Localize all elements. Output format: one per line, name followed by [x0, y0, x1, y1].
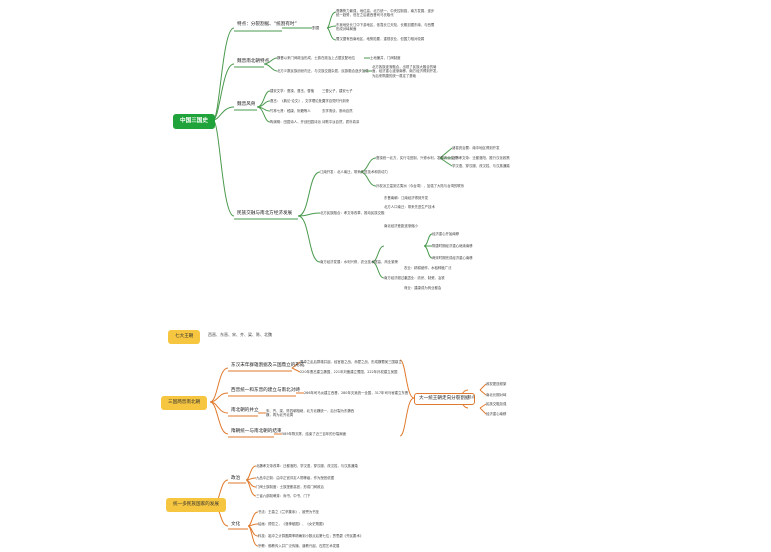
- culture-item-2: 科技：祖冲之计算圆周率精确到小数点后第七位；贾思勰《齐民要术》: [258, 534, 364, 538]
- economy-item-2[interactable]: 南方经济发展：水利兴修，农业技术提高，商业繁荣: [320, 260, 398, 264]
- politics-item-0: 北魏孝文帝改革：迁都洛阳，学汉语，穿汉服，改汉姓，与汉族通婚: [256, 464, 358, 468]
- section2-right-1: 南北长期对峙: [486, 393, 507, 397]
- branch-features-sub[interactable]: 割据: [312, 26, 320, 30]
- economy-detail-8[interactable]: 经济重心开始南移: [432, 232, 460, 236]
- dynasties-label[interactable]: 七大王朝: [168, 330, 201, 344]
- economy-detail-11[interactable]: 南方经济超过北方: [384, 276, 412, 280]
- link-s2-0: [209, 367, 229, 403]
- link-root-b0: [212, 27, 235, 121]
- section3-label[interactable]: 统一多民族国家的发展: [166, 498, 226, 512]
- politics-item-3: 三省六部制萌芽：尚书、中书、门下: [256, 494, 311, 498]
- link-s2-1: [209, 392, 229, 403]
- section2-right-label[interactable]: 特点: [468, 395, 475, 399]
- feature-item-0[interactable]: 曹魏势力最强，地位高，北方统一，中央控制强，南方发展，逐步统一趋势，但在之后被西…: [336, 9, 435, 18]
- section2-right-0: 政权更迭频繁: [486, 382, 507, 386]
- fenggu-right-3[interactable]: 诗歌平淡自然，质朴真淳: [322, 120, 360, 124]
- section2-item-1[interactable]: 西晋统一和东晋的建立与南北对峙: [231, 388, 300, 393]
- wei-jin-right-1[interactable]: 北方各族逐渐融合，出现了民族大融合的局面，经济重心逐渐南移，南方经济得到开发，为…: [372, 65, 440, 78]
- economy-detail-1[interactable]: 孙权派卫温到达夷洲（今台湾），加强了大陆与台湾的联系: [376, 184, 465, 188]
- economy-detail-12[interactable]: 农业：精耕细作，水稻种植广泛: [404, 266, 452, 270]
- feature-item-2[interactable]: 蜀汉据有西南地区，地势险要，重视农业，但国力相对较弱: [336, 37, 425, 41]
- fenggu-right-2[interactable]: 玄学清谈，崇尚自然: [322, 109, 353, 113]
- dynasties-text: 西晋、东晋、宋、齐、梁、陈、北魏: [208, 332, 272, 337]
- economy-detail-0[interactable]: 曹操统一北方，实行屯田制，兴修水利，发展农业生产: [376, 156, 458, 160]
- fenggu-item-1[interactable]: 曹丕：《典论·论文》，文学理论批评: [270, 99, 326, 103]
- economy-detail-9[interactable]: 隋唐时期经济重心继续南移: [432, 244, 473, 248]
- branch-features[interactable]: 特点：分裂割据、“统割有时”: [237, 22, 297, 27]
- feature-item-1[interactable]: 东吴地处长江中下游地区，依靠长江天险，长期割据东南，与西蜀形成对峙局面: [336, 23, 435, 32]
- section3-branch-culture[interactable]: 文化: [231, 522, 241, 527]
- fenggu-item-0[interactable]: 建安文学：曹操、曹丕、曹植: [270, 89, 315, 93]
- section2-hub[interactable]: 大一统王朝走向分裂割据: [414, 393, 475, 405]
- economy-detail-3[interactable]: 北魏孝文帝：迁都洛阳，推行汉化政策: [452, 156, 510, 160]
- economy-detail-4[interactable]: 学汉语、穿汉服、改汉姓、与汉族通婚: [452, 164, 510, 168]
- culture-item-3: 宗教：佛教传入并广泛传播，道教兴起，石窟艺术发展: [258, 544, 340, 548]
- section2-note-2-0: 宋、齐、梁、陈四朝相继，北方北魏统一，后分裂为东魏西魏，再为北齐北周: [266, 409, 355, 418]
- branch-economy[interactable]: 民族交融与南北方经济发展: [237, 211, 293, 216]
- link-root-b3: [212, 119, 235, 217]
- fenggu-item-3[interactable]: 陶渊明：田园诗人，开创田园诗派: [270, 120, 321, 124]
- section2-item-3[interactable]: 隋朝统一与南北朝的结束: [231, 429, 282, 434]
- section2-note-3-0: 589年隋灭陈，结束了近三百年的分裂局面: [282, 432, 347, 436]
- economy-detail-14[interactable]: 商业：建康成为商业都会: [404, 286, 442, 290]
- economy-detail-5[interactable]: 东晋南朝：江南经济得到开发: [384, 196, 429, 200]
- branch-fenggu[interactable]: 魏晋风骨: [237, 102, 256, 107]
- branch-wei-jin[interactable]: 魏晋南北朝特点: [237, 59, 270, 64]
- section2-right-2: 民族交融加强: [486, 402, 507, 406]
- economy-detail-6[interactable]: 北方人口南迁：带来先进生产技术: [384, 205, 435, 209]
- root-topic[interactable]: 中国三国史: [173, 114, 215, 129]
- economy-item-1[interactable]: 北方民族融合：孝文帝改革，推动民族交融: [320, 211, 385, 215]
- economy-detail-10[interactable]: 两宋时期完成经济重心南移: [432, 256, 473, 260]
- link-s2-3: [209, 401, 229, 435]
- section2-note-0-1: 220年曹丕建立魏国，221年刘备建立蜀国，222年孙权建立吴国: [300, 370, 398, 374]
- culture-item-0: 书法：王羲之《兰亭集序》，被誉为书圣: [258, 510, 320, 514]
- wei-jin-item-1[interactable]: 北方少数民族纷纷内迁，与汉族交错杂居，民族融合逐步加强: [277, 69, 369, 73]
- section3-branch-politics[interactable]: 政治: [231, 476, 241, 481]
- economy-detail-2[interactable]: 诸葛亮治蜀：南中地区得到开发: [452, 146, 500, 150]
- wei-jin-item-0[interactable]: 魏晋以来门阀政治形成，士族在政治上占据支配地位: [277, 56, 355, 60]
- economy-detail-7[interactable]: 南北经济差距逐渐缩小: [384, 224, 418, 228]
- section2-item-0[interactable]: 东汉末年群雄割据及三国鼎立的形成: [231, 363, 305, 368]
- section2-label[interactable]: 三国两晋南北朝: [161, 396, 208, 410]
- section2-note-0-0: 董卓之乱后群雄并起，经官渡之战、赤壁之战，形成魏蜀吴三国鼎立: [300, 360, 402, 364]
- economy-detail-13[interactable]: 手工业：纺织、制瓷、冶铁: [404, 276, 445, 280]
- fenggu-item-2[interactable]: 竹林七贤：嵇康、阮籍等人: [270, 109, 311, 113]
- economy-item-0[interactable]: 江南开发：北人南迁，带来先进技术和劳动力: [320, 170, 388, 174]
- fenggu-right-1[interactable]: 文学自觉时代到来: [322, 99, 350, 103]
- culture-item-1: 绘画：顾恺之，《洛神赋图》、《女史箴图》: [258, 522, 326, 526]
- section2-right-3: 经济重心南移: [486, 412, 507, 416]
- politics-item-2: 门阀士族制度：士族垄断高官，形成门阀政治: [256, 485, 324, 489]
- politics-item-1: 九品中正制：由中正官评定人物等级，作为授官依据: [256, 476, 334, 480]
- section2-item-2[interactable]: 南北朝的并立: [231, 408, 259, 413]
- wei-jin-right-0[interactable]: 土地兼并，门阀制度: [370, 56, 401, 60]
- fenggu-right-0[interactable]: 三曹父子，建安七子: [322, 89, 353, 93]
- section2-note-1-0: 266年司马炎建立西晋，280年灭吴统一全国，317年司马睿建立东晋: [304, 391, 409, 395]
